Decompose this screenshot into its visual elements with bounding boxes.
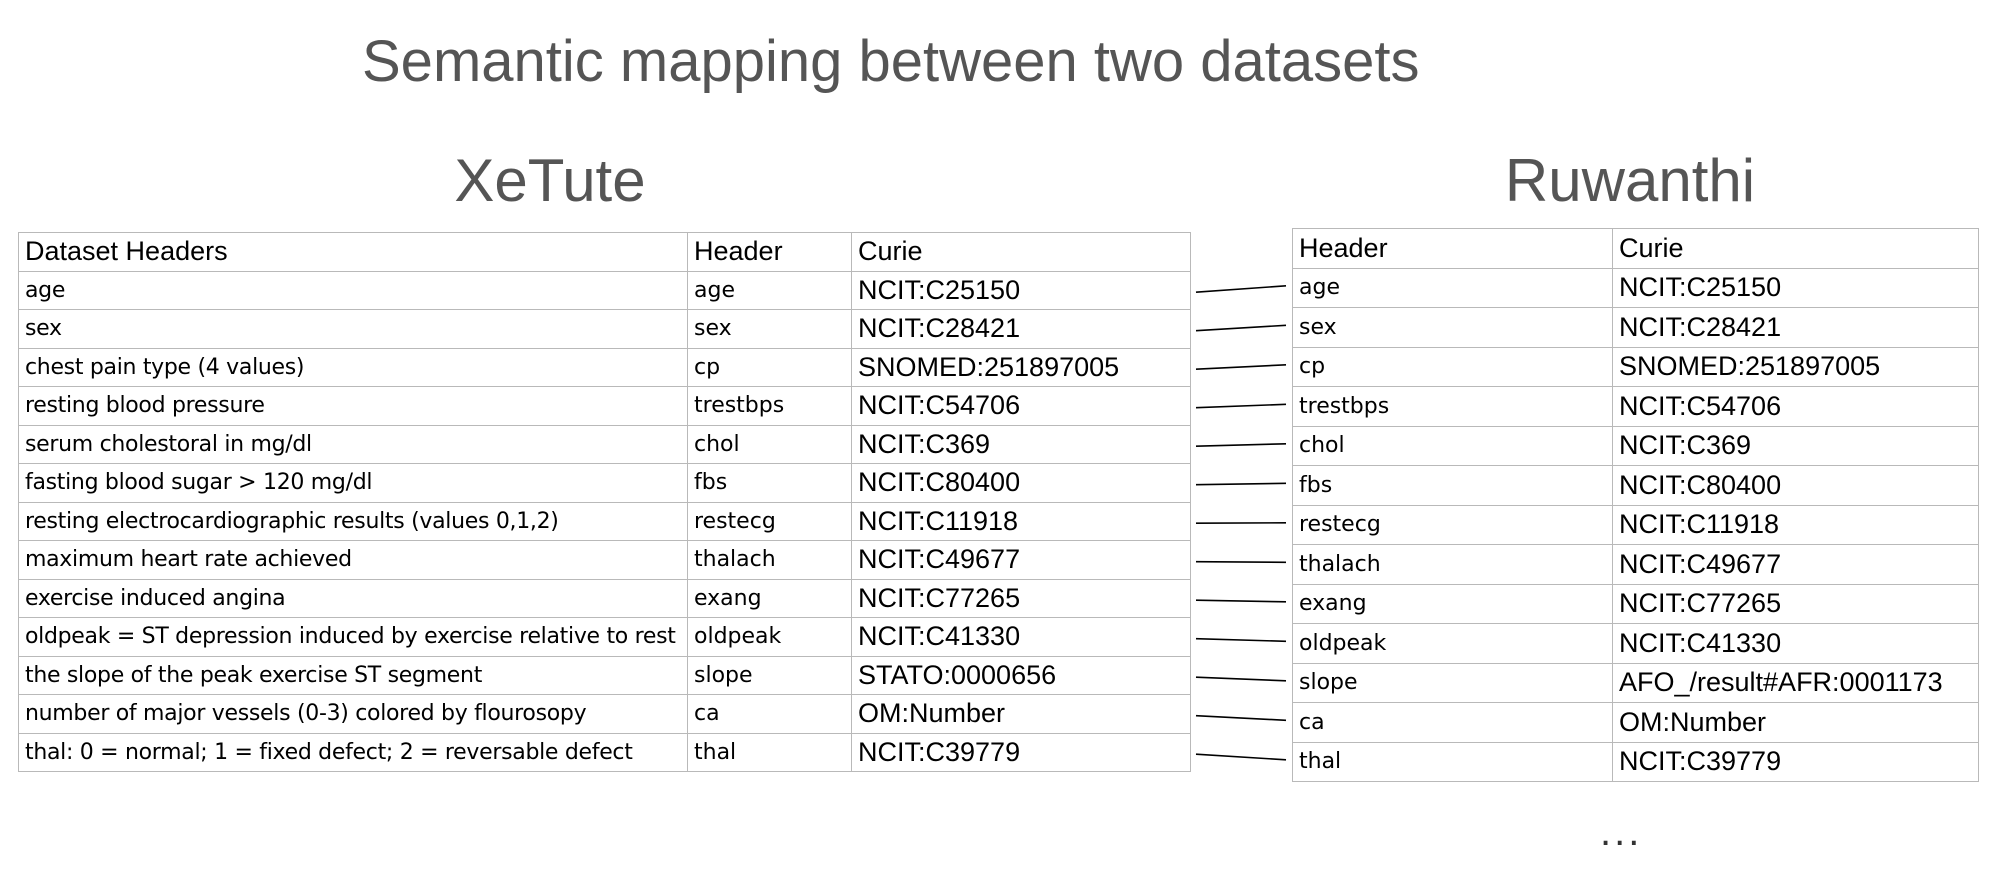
ruwanthi-header-cell: fbs: [1292, 465, 1613, 506]
xetute-curie-cell: SNOMED:251897005: [851, 347, 1191, 387]
mapping-line: [1195, 364, 1287, 370]
xetute-description-cell: age: [18, 270, 688, 310]
ruwanthi-header-cell: trestbps: [1292, 386, 1613, 427]
ruwanthi-curie-cell: NCIT:C11918: [1612, 504, 1979, 545]
xetute-description-cell: exercise induced angina: [18, 578, 688, 618]
mapping-line: [1195, 285, 1287, 293]
xetute-header-cell: fbs: [687, 463, 852, 503]
mapping-line: [1195, 637, 1287, 643]
ruwanthi-curie-cell: NCIT:C80400: [1612, 465, 1979, 506]
xetute-header-cell: chol: [687, 424, 852, 464]
ruwanthi-curie-cell: NCIT:C369: [1612, 425, 1979, 466]
xetute-description-cell: resting electrocardiographic results (va…: [18, 501, 688, 541]
xetute-description-cell: number of major vessels (0-3) colored by…: [18, 694, 688, 734]
xetute-description-cell: the slope of the peak exercise ST segmen…: [18, 655, 688, 695]
xetute-curie-cell: NCIT:C39779: [851, 732, 1191, 772]
xetute-row: number of major vessels (0-3) colored by…: [18, 694, 1191, 734]
xetute-col-dataset-headers: Dataset Headers: [18, 232, 688, 272]
mapping-line: [1195, 753, 1287, 761]
xetute-curie-cell: NCIT:C49677: [851, 540, 1191, 580]
ruwanthi-curie-cell: NCIT:C25150: [1612, 267, 1979, 308]
mapping-line: [1195, 324, 1287, 332]
mapping-line: [1195, 676, 1287, 682]
xetute-curie-cell: NCIT:C11918: [851, 501, 1191, 541]
ruwanthi-title: Ruwanthi: [1504, 147, 1756, 214]
page-title: Semantic mapping between two datasets: [362, 29, 1420, 94]
ruwanthi-header-cell: ca: [1292, 702, 1613, 743]
mapping-line: [1195, 403, 1287, 409]
continuation-ellipsis: ...: [1600, 810, 1643, 854]
ruwanthi-header-cell: restecg: [1292, 504, 1613, 545]
ruwanthi-col-curie: Curie: [1612, 228, 1979, 269]
xetute-header-cell: oldpeak: [687, 617, 852, 657]
xetute-row: resting electrocardiographic results (va…: [18, 501, 1191, 541]
mapping-line: [1195, 714, 1287, 722]
xetute-header-cell: cp: [687, 347, 852, 387]
xetute-curie-cell: OM:Number: [851, 694, 1191, 734]
mapping-line: [1195, 443, 1287, 447]
xetute-description-cell: chest pain type (4 values): [18, 347, 688, 387]
xetute-col-header: Header: [687, 232, 852, 272]
ruwanthi-curie-cell: AFO_/result#AFR:0001173: [1612, 662, 1979, 703]
xetute-header-cell: trestbps: [687, 386, 852, 426]
xetute-header-cell: slope: [687, 655, 852, 695]
ruwanthi-curie-cell: OM:Number: [1612, 702, 1979, 743]
xetute-curie-cell: NCIT:C54706: [851, 386, 1191, 426]
ruwanthi-header-cell: chol: [1292, 425, 1613, 466]
xetute-curie-cell: NCIT:C77265: [851, 578, 1191, 618]
xetute-curie-cell: STATO:0000656: [851, 655, 1191, 695]
ruwanthi-header-cell: exang: [1292, 583, 1613, 624]
ruwanthi-header-cell: sex: [1292, 307, 1613, 348]
xetute-curie-cell: NCIT:C80400: [851, 463, 1191, 503]
ruwanthi-curie-cell: SNOMED:251897005: [1612, 346, 1979, 387]
xetute-curie-cell: NCIT:C25150: [851, 270, 1191, 310]
xetute-row: oldpeak = ST depression induced by exerc…: [18, 617, 1191, 657]
xetute-row: thal: 0 = normal; 1 = fixed defect; 2 = …: [18, 732, 1191, 772]
xetute-description-cell: thal: 0 = normal; 1 = fixed defect; 2 = …: [18, 732, 688, 772]
ruwanthi-curie-cell: NCIT:C28421: [1612, 307, 1979, 348]
mapping-line: [1195, 599, 1287, 603]
mapping-line: [1195, 560, 1287, 564]
ruwanthi-col-header: Header: [1292, 228, 1613, 269]
xetute-curie-cell: NCIT:C28421: [851, 309, 1191, 349]
xetute-curie-cell: NCIT:C369: [851, 424, 1191, 464]
xetute-row: the slope of the peak exercise ST segmen…: [18, 655, 1191, 695]
xetute-header-cell: thal: [687, 732, 852, 772]
xetute-header-cell: thalach: [687, 540, 852, 580]
mapping-line: [1195, 482, 1287, 486]
xetute-title: XeTute: [454, 147, 646, 214]
xetute-description-cell: oldpeak = ST depression induced by exerc…: [18, 617, 688, 657]
ruwanthi-curie-cell: NCIT:C39779: [1612, 741, 1979, 782]
ruwanthi-header-cell: thal: [1292, 741, 1613, 782]
